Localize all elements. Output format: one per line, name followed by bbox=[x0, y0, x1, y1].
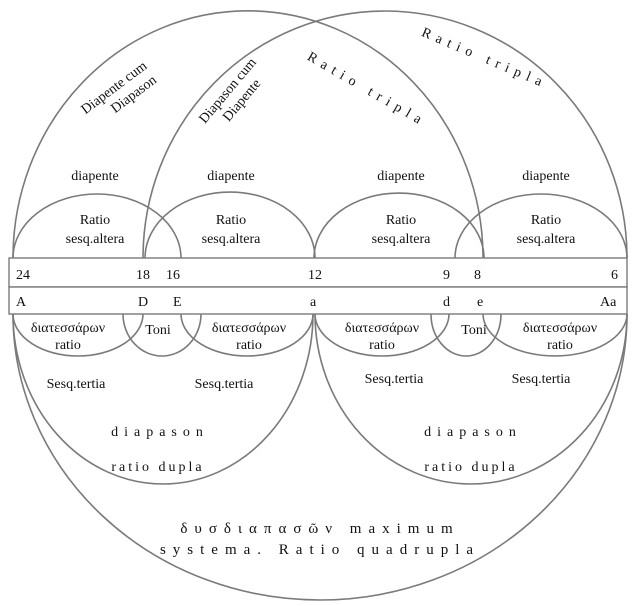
sesq-tertia-label: Sesq.tertia bbox=[512, 372, 571, 387]
double-octave-name: δυσδιαπασῶν maximum bbox=[180, 521, 459, 537]
fourth-ratio: ratio bbox=[369, 338, 395, 353]
note-letter: D bbox=[138, 295, 148, 310]
arc-dysdiapason bbox=[12, 313, 628, 601]
fourth-label-3: διατεσσάρων ratio bbox=[345, 321, 419, 353]
fourth-name: διατεσσάρων bbox=[31, 321, 105, 336]
label-ratio-tripla-left: Ratio tripla bbox=[304, 50, 429, 131]
fourth-label-2: διατεσσάρων ratio bbox=[212, 321, 286, 353]
octave-name: diapason bbox=[424, 425, 522, 440]
ratio-number: 6 bbox=[611, 268, 618, 283]
arc-toni-1 bbox=[122, 313, 202, 357]
arc-diapason-2 bbox=[314, 313, 628, 485]
note-letter: e bbox=[477, 295, 483, 310]
fourth-ratio: ratio bbox=[55, 338, 81, 353]
ratio-number: 8 bbox=[474, 268, 481, 283]
arc-diatessaron-3 bbox=[314, 313, 450, 357]
toni-label: Toni bbox=[461, 323, 487, 338]
arc-diapente-1 bbox=[12, 193, 182, 259]
fifth-name: diapente bbox=[71, 169, 118, 184]
fifth-ratio: Ratio bbox=[531, 213, 561, 228]
fourth-name: διατεσσάρων bbox=[212, 321, 286, 336]
arc-diatessaron-1 bbox=[12, 313, 144, 357]
octave-ratio: ratio dupla bbox=[424, 460, 517, 475]
fifth-label-1: diapente Ratio sesq.altera bbox=[66, 169, 125, 247]
note-row bbox=[8, 286, 628, 315]
fourth-ratio: ratio bbox=[547, 338, 573, 353]
fifth-name: diapente bbox=[522, 169, 569, 184]
double-octave-ratio: systema. Ratio quadrupla bbox=[160, 542, 480, 558]
arc-diapente-3 bbox=[313, 192, 485, 259]
label-ratio-tripla-right: Ratio tripla bbox=[419, 25, 549, 92]
fifth-ratio: Ratio bbox=[386, 213, 416, 228]
arc-diapente-cum-diapason bbox=[12, 9, 484, 259]
arc-diapason-cum-diapente bbox=[142, 10, 628, 259]
label-diapason-cum-diapente: Diapason cum Diapente bbox=[197, 53, 275, 138]
fifth-ratio: Ratio bbox=[80, 213, 110, 228]
octave-label-2: diapason ratio dupla bbox=[424, 425, 522, 475]
arc-diapente-4 bbox=[454, 193, 628, 259]
fourth-label-1: διατεσσάρων ratio bbox=[31, 321, 105, 353]
sesq-tertia-label: Sesq.tertia bbox=[47, 377, 106, 392]
note-letter: E bbox=[173, 295, 182, 310]
octave-name: diapason bbox=[111, 425, 209, 440]
fifth-label-4: diapente Ratio sesq.altera bbox=[517, 169, 576, 247]
ratio-number: 16 bbox=[166, 268, 180, 283]
toni-label: Toni bbox=[145, 323, 171, 338]
fifth-ratio: sesq.altera bbox=[66, 232, 125, 247]
ratio-number: 12 bbox=[308, 268, 322, 283]
fourth-name: διατεσσάρων bbox=[345, 321, 419, 336]
label-diapente-cum-diapason: Diapente cum Diapason bbox=[79, 57, 163, 132]
arc-diapente-2 bbox=[144, 191, 316, 259]
fifth-label-2: diapente Ratio sesq.altera bbox=[202, 169, 261, 247]
fifth-ratio: sesq.altera bbox=[372, 232, 431, 247]
note-letter: A bbox=[16, 295, 27, 310]
fifth-name: diapente bbox=[207, 169, 254, 184]
fifth-ratio: Ratio bbox=[216, 213, 246, 228]
ratio-number: 18 bbox=[136, 268, 150, 283]
fourth-name: διατεσσάρων bbox=[523, 321, 597, 336]
ratio-number: 9 bbox=[443, 268, 450, 283]
note-letter: a bbox=[310, 295, 317, 310]
ratio-number: 24 bbox=[16, 268, 30, 283]
sesq-tertia-label: Sesq.tertia bbox=[365, 372, 424, 387]
fifth-ratio: sesq.altera bbox=[517, 232, 576, 247]
octave-ratio: ratio dupla bbox=[111, 460, 204, 475]
arc-diatessaron-2 bbox=[180, 313, 314, 357]
fourth-ratio: ratio bbox=[236, 338, 262, 353]
fifth-ratio: sesq.altera bbox=[202, 232, 261, 247]
double-octave-label: δυσδιαπασῶν maximum systema. Ratio quadr… bbox=[160, 521, 480, 558]
fifth-name: diapente bbox=[377, 169, 424, 184]
arc-toni-2 bbox=[430, 313, 502, 357]
fourth-label-4: διατεσσάρων ratio bbox=[523, 321, 597, 353]
arc-diatessaron-4 bbox=[482, 313, 628, 357]
fifth-label-3: diapente Ratio sesq.altera bbox=[372, 169, 431, 247]
note-letter: d bbox=[443, 295, 450, 310]
sesq-tertia-label: Sesq.tertia bbox=[195, 377, 254, 392]
octave-label-1: diapason ratio dupla bbox=[111, 425, 209, 475]
note-letter: Aa bbox=[600, 295, 617, 310]
arc-diapason-1 bbox=[12, 313, 314, 485]
